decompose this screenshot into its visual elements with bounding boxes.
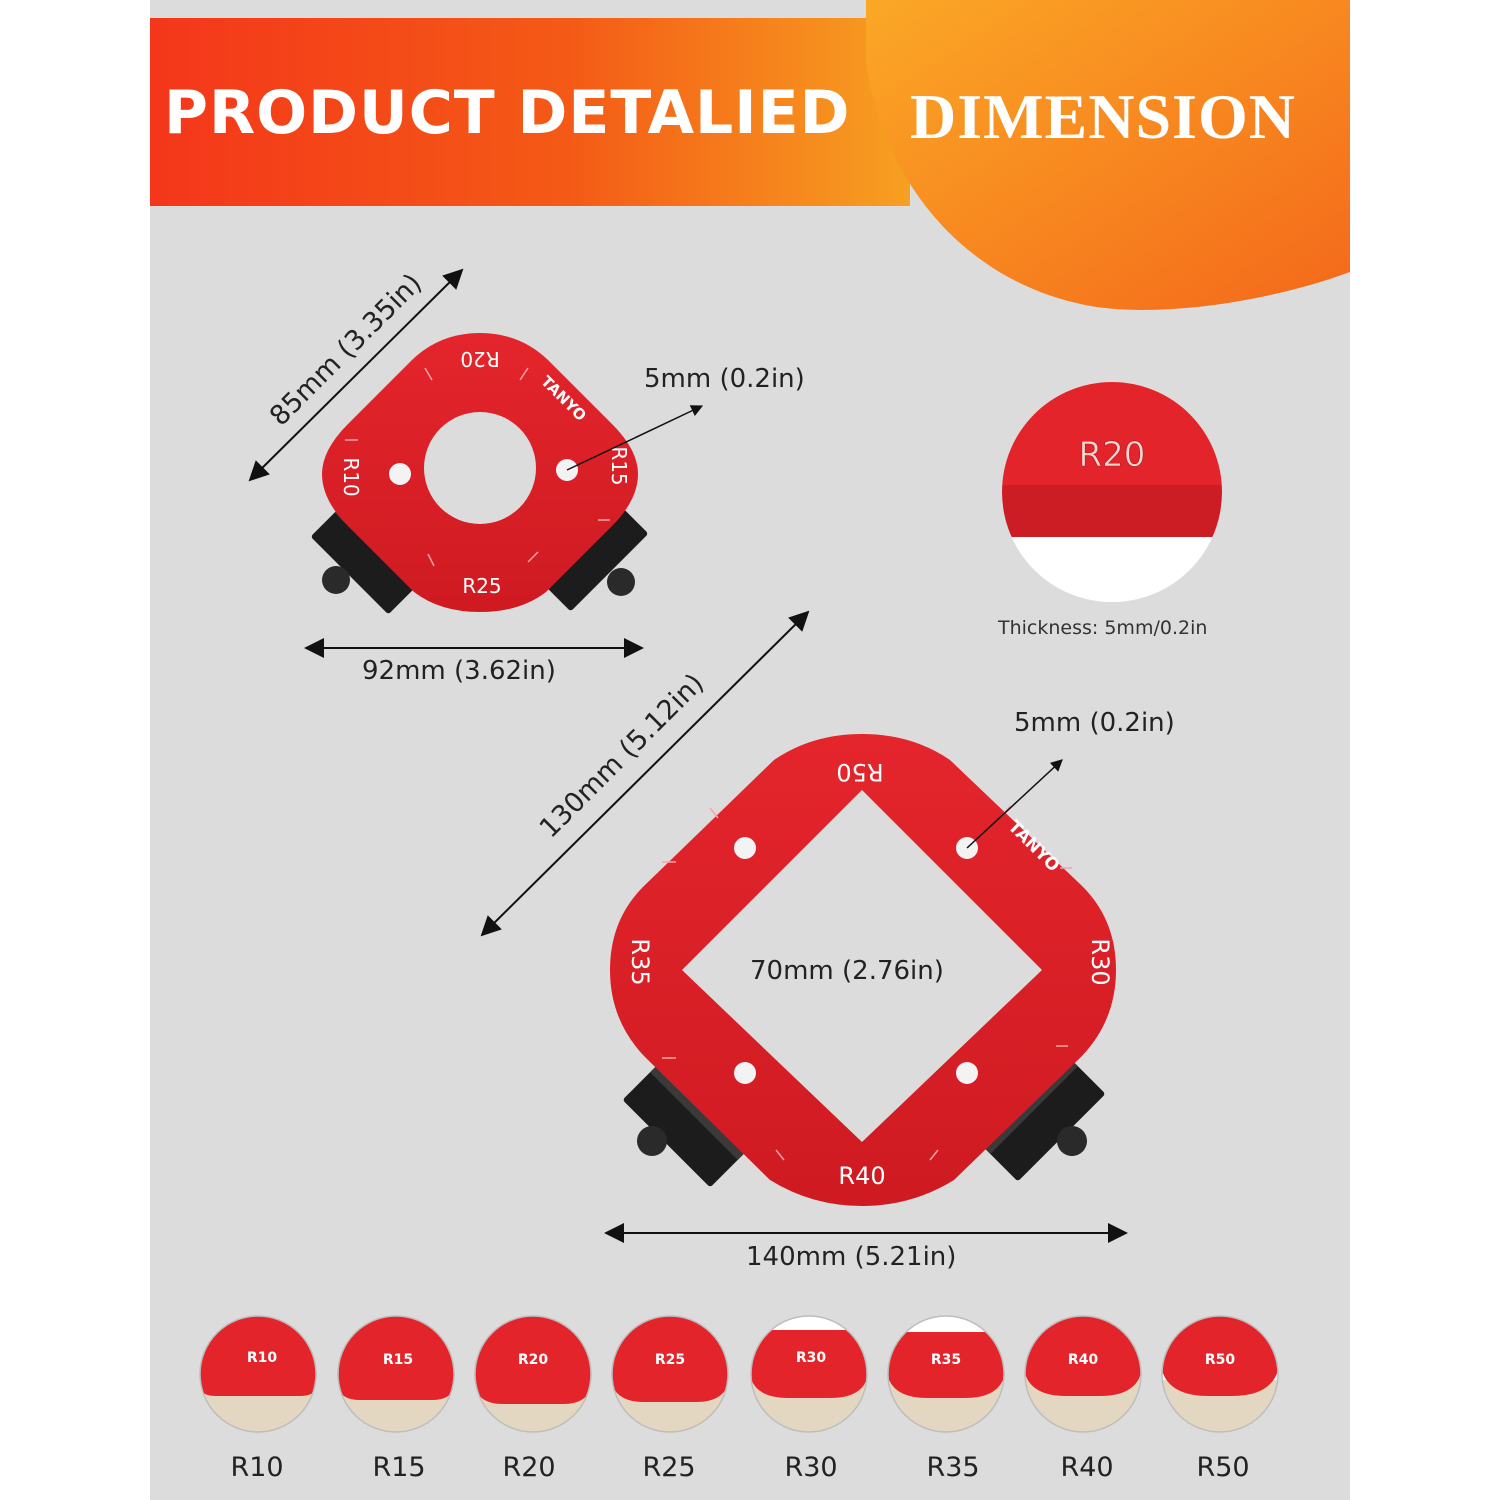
title-band (150, 18, 910, 206)
large-screw-hole-tl (734, 837, 756, 859)
radius-sample-engraving: R10 (247, 1350, 278, 1366)
small-label-bottom: R25 (462, 574, 501, 598)
radius-caption: R40 (1060, 1452, 1114, 1483)
small-width-dimension: 92mm (3.62in) (362, 656, 556, 686)
radius-caption: R30 (784, 1452, 838, 1483)
small-hole-leader (566, 405, 704, 471)
large-screw-hole-br (956, 1062, 978, 1084)
radius-sample-engraving: R15 (383, 1352, 413, 1368)
radius-sample (338, 1316, 454, 1432)
large-inner-dimension: 70mm (2.76in) (750, 956, 944, 986)
radius-sample (612, 1316, 728, 1432)
radius-sample (751, 1316, 867, 1432)
small-knob-left (322, 566, 350, 594)
large-center-window (682, 790, 1042, 1142)
radius-sample (475, 1316, 591, 1432)
large-label-right: R30 (1086, 938, 1114, 985)
radius-sample (1025, 1316, 1141, 1432)
radius-sample (200, 1316, 316, 1432)
radius-sample-engraving: R35 (931, 1352, 961, 1368)
header-left-title: PRODUCT DETALIED (164, 78, 851, 148)
large-label-top: R50 (836, 758, 883, 786)
large-label-bottom: R40 (838, 1162, 885, 1190)
small-label-right: R15 (607, 446, 631, 485)
radius-caption: R15 (372, 1452, 426, 1483)
radius-caption: R20 (502, 1452, 556, 1483)
radius-caption: R10 (230, 1452, 284, 1483)
large-template: R50 R35 R30 R40 TANYO 130mm (5.12in) (480, 610, 1128, 1243)
small-template: R20 R10 R15 R25 TANYO 85mm (3.35in) (248, 268, 704, 658)
thickness-detail: R20 (1002, 382, 1222, 602)
radius-sample-engraving: R30 (796, 1350, 827, 1366)
large-width-dimension: 140mm (5.21in) (746, 1242, 957, 1272)
small-label-left: R10 (339, 457, 363, 496)
radius-sample-row: R10 R15 R20 R25 R30 R35 R40 R50 (199, 1315, 1279, 1433)
large-diagonal-arrow (480, 610, 810, 937)
header-right-title: DIMENSION (910, 81, 1296, 152)
radius-sample (1162, 1316, 1278, 1432)
radius-caption: R35 (926, 1452, 980, 1483)
small-knob-right (607, 568, 635, 596)
radius-caption: R50 (1196, 1452, 1250, 1483)
large-diagonal-dimension: 130mm (5.12in) (534, 668, 710, 844)
radius-caption: R25 (642, 1452, 696, 1483)
radius-sample-engraving: R50 (1205, 1352, 1236, 1368)
large-hole-dimension: 5mm (0.2in) (1014, 708, 1175, 738)
large-knob-left (637, 1126, 667, 1156)
title-orb (866, 0, 1350, 310)
radius-sample-engraving: R25 (655, 1352, 685, 1368)
thickness-caption: Thickness: 5mm/0.2in (998, 617, 1208, 639)
small-hole-dimension: 5mm (0.2in) (644, 364, 805, 394)
radius-sample-engraving: R20 (518, 1352, 549, 1368)
small-center-hole (424, 412, 536, 524)
thickness-engraved-label: R20 (1079, 435, 1146, 475)
radius-sample (888, 1316, 1004, 1432)
large-screw-hole-bl (734, 1062, 756, 1084)
radius-sample-engraving: R40 (1068, 1352, 1099, 1368)
large-knob-right (1057, 1126, 1087, 1156)
large-hole-leader (966, 759, 1063, 849)
large-label-left: R35 (626, 938, 654, 985)
small-diagonal-arrow (248, 268, 464, 482)
small-screw-hole-left (389, 463, 411, 485)
large-clamp-left (623, 1064, 746, 1187)
small-label-top: R20 (460, 347, 499, 371)
